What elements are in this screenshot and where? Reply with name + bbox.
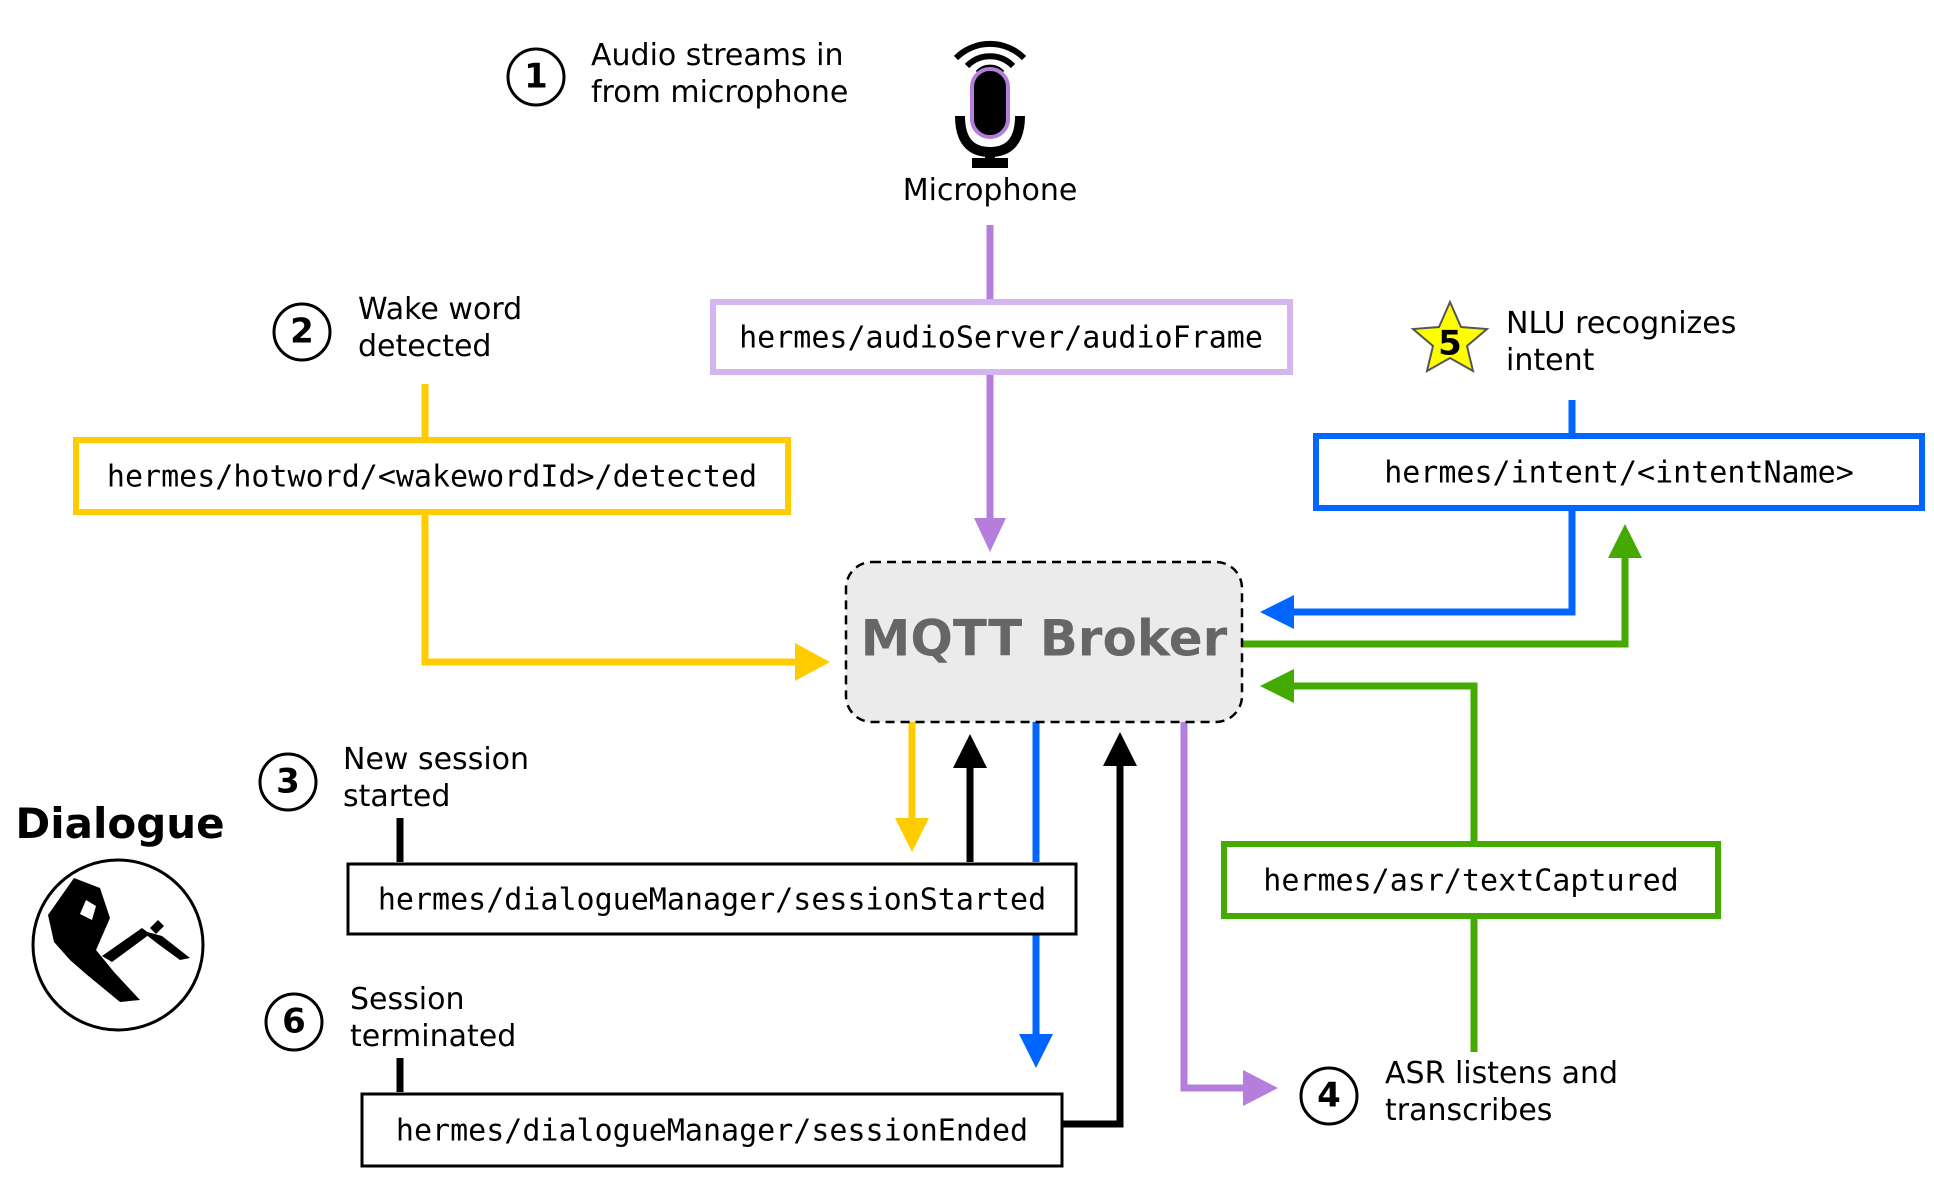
svg-text:hermes/dialogueManager/session: hermes/dialogueManager/sessionStarted	[378, 883, 1046, 918]
step-label-line1: NLU recognizes	[1506, 306, 1736, 341]
session-start-yellow-arrowhead	[895, 818, 929, 852]
step-number: 4	[1317, 1076, 1341, 1116]
step-3: 3 New session started	[258, 742, 529, 814]
step-1: 1 Audio streams in from microphone	[506, 38, 848, 110]
step-label-line2: from microphone	[591, 75, 848, 110]
step-label-line2: detected	[358, 329, 491, 364]
step-6: 6 Session terminated	[264, 982, 516, 1054]
intent-arrowhead	[1260, 595, 1294, 629]
step-label-line1: ASR listens and	[1385, 1056, 1618, 1091]
hotword-topic: hermes/hotword/<wakewordId>/detected	[73, 437, 791, 515]
svg-text:hermes/intent/<intentName>: hermes/intent/<intentName>	[1384, 456, 1854, 491]
dialogue-title: Dialogue	[15, 799, 224, 848]
step-2: 2 Wake word detected	[272, 292, 522, 364]
step-number: 6	[282, 1002, 306, 1042]
hotword-connector	[421, 384, 797, 666]
mqtt-broker-label: MQTT Broker	[861, 610, 1228, 668]
svg-text:hermes/dialogueManager/session: hermes/dialogueManager/sessionEnded	[396, 1114, 1028, 1149]
microphone-icon	[953, 40, 1027, 168]
session-started-topic: hermes/dialogueManager/sessionStarted	[346, 862, 1078, 936]
session-end-blue-arrowhead	[1019, 1034, 1053, 1068]
step-label-line2: started	[343, 779, 450, 814]
dialogue-logo-icon	[31, 858, 205, 1032]
session-ended-arrowhead	[1103, 732, 1137, 766]
step-number: 3	[276, 762, 300, 802]
step-number: 1	[524, 57, 548, 97]
mqtt-broker-box	[844, 560, 1244, 724]
nlu-query-connector	[1240, 556, 1629, 648]
text-captured-arrowhead	[1260, 669, 1294, 703]
step-label-line2: terminated	[350, 1019, 516, 1054]
step-4: 4 ASR listens and transcribes	[1299, 1056, 1618, 1128]
svg-text:hermes/audioServer/audioFrame: hermes/audioServer/audioFrame	[739, 321, 1263, 356]
step-label-line2: intent	[1506, 343, 1595, 378]
audio-flow-arrowhead	[974, 518, 1006, 552]
step-number-circle	[1299, 1066, 1359, 1126]
step-label-line1: Wake word	[358, 292, 522, 327]
hotword-arrowhead	[795, 643, 830, 681]
step-number: 2	[290, 312, 314, 352]
step-number-circle	[272, 302, 332, 362]
session-ended-connector	[1058, 764, 1124, 1128]
microphone-label: Microphone	[903, 173, 1078, 208]
step-5: 5 NLU recognizes intent	[1410, 299, 1736, 378]
audio-frame-topic: hermes/audioServer/audioFrame	[710, 299, 1293, 375]
text-captured-topic: hermes/asr/textCaptured	[1221, 841, 1721, 919]
svg-text:hermes/hotword/<wakewordId>/de: hermes/hotword/<wakewordId>/detected	[107, 460, 757, 495]
nlu-query-arrowhead	[1608, 524, 1642, 558]
text-captured-connector	[1292, 682, 1478, 1052]
step-number-circle	[264, 992, 324, 1052]
asr-start-arrowhead	[1243, 1070, 1278, 1106]
intent-topic: hermes/intent/<intentName>	[1313, 433, 1925, 511]
step-label-line1: Audio streams in	[591, 38, 843, 73]
svg-text:hermes/asr/textCaptured: hermes/asr/textCaptured	[1263, 864, 1678, 899]
session-ended-topic: hermes/dialogueManager/sessionEnded	[360, 1092, 1064, 1168]
step-star-icon	[1410, 299, 1490, 374]
step-label-line1: New session	[343, 742, 529, 777]
intent-connector	[1292, 400, 1576, 616]
step-number: 5	[1438, 324, 1462, 364]
session-started-arrowhead	[953, 734, 987, 768]
step-label-line1: Session	[350, 982, 464, 1017]
step-number-circle	[258, 752, 318, 812]
step-number-circle	[506, 47, 566, 107]
step-label-line2: transcribes	[1385, 1093, 1552, 1128]
asr-start-connector	[1180, 720, 1245, 1092]
